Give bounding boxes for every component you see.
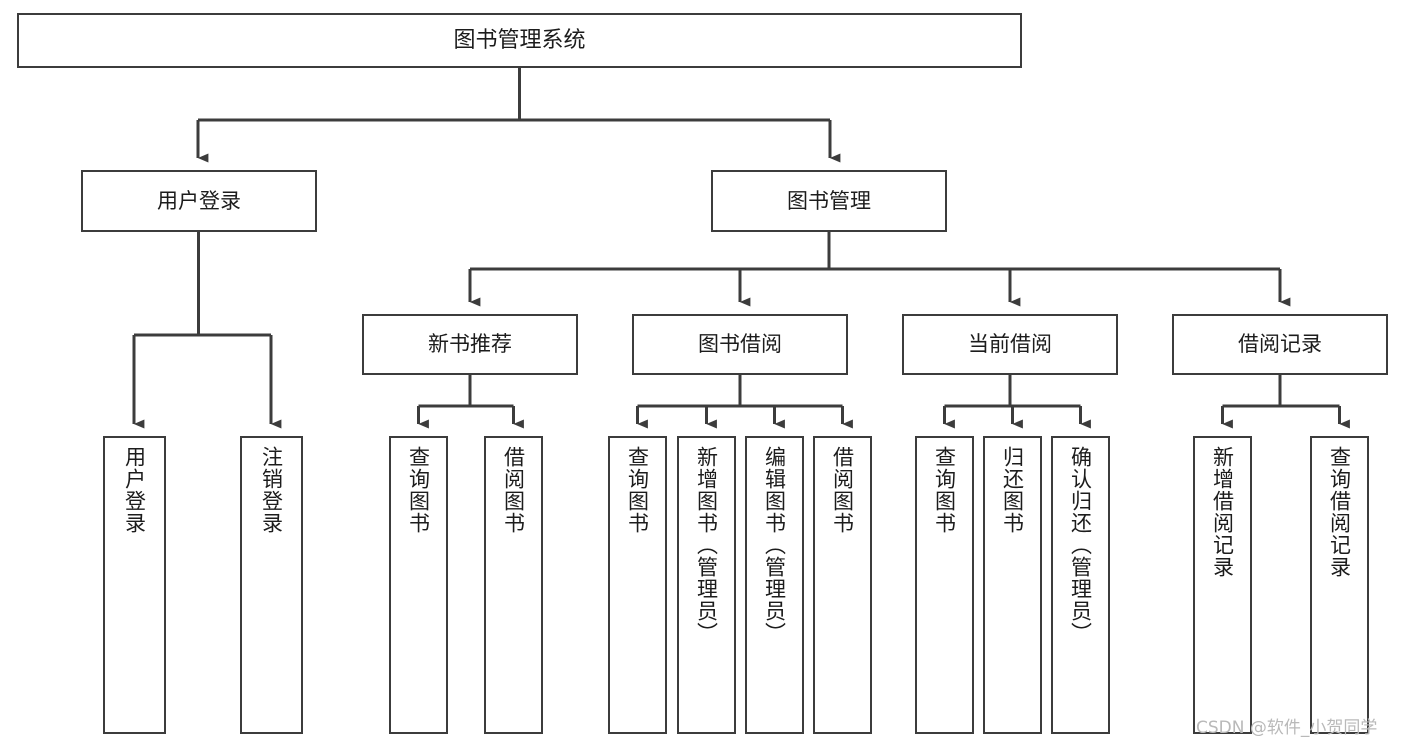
node-leaf-query-book-1-label: 查询图书 (406, 446, 431, 534)
node-leaf-borrow-book-2-label: 借阅图书 (830, 446, 855, 534)
node-leaf-add-book[interactable]: 新增图书（管理员） (677, 436, 736, 734)
node-user-login-label: 用户登录 (157, 188, 241, 213)
node-leaf-borrow-book-2[interactable]: 借阅图书 (813, 436, 872, 734)
node-book-manage-label: 图书管理 (787, 188, 871, 213)
node-current-borrow-label: 当前借阅 (968, 332, 1052, 357)
node-book-borrow-label: 图书借阅 (698, 332, 782, 357)
node-leaf-user-login[interactable]: 用户登录 (103, 436, 166, 734)
node-leaf-query-record[interactable]: 查询借阅记录 (1310, 436, 1369, 734)
node-leaf-edit-book[interactable]: 编辑图书（管理员） (745, 436, 804, 734)
node-current-borrow[interactable]: 当前借阅 (902, 314, 1118, 375)
node-borrow-record-label: 借阅记录 (1238, 332, 1322, 357)
node-leaf-logout[interactable]: 注销登录 (240, 436, 303, 734)
node-leaf-user-login-label: 用户登录 (122, 446, 147, 534)
node-root[interactable]: 图书管理系统 (17, 13, 1022, 68)
node-leaf-return-book-label: 归还图书 (1000, 446, 1025, 534)
node-leaf-add-record-label: 新增借阅记录 (1210, 446, 1235, 578)
node-leaf-logout-label: 注销登录 (259, 446, 284, 534)
node-book-manage[interactable]: 图书管理 (711, 170, 947, 232)
node-leaf-confirm-return-label: 确认归还（管理员） (1068, 446, 1093, 644)
node-user-login[interactable]: 用户登录 (81, 170, 317, 232)
node-leaf-add-book-label: 新增图书（管理员） (694, 446, 719, 644)
node-borrow-record[interactable]: 借阅记录 (1172, 314, 1388, 375)
node-new-book-rec[interactable]: 新书推荐 (362, 314, 578, 375)
node-leaf-query-book-1[interactable]: 查询图书 (389, 436, 448, 734)
node-leaf-query-book-2-label: 查询图书 (625, 446, 650, 534)
node-leaf-borrow-book-1[interactable]: 借阅图书 (484, 436, 543, 734)
node-new-book-rec-label: 新书推荐 (428, 332, 512, 357)
node-root-label: 图书管理系统 (453, 27, 586, 53)
node-leaf-query-book-3-label: 查询图书 (932, 446, 957, 534)
node-leaf-confirm-return[interactable]: 确认归还（管理员） (1051, 436, 1110, 734)
node-leaf-return-book[interactable]: 归还图书 (983, 436, 1042, 734)
node-book-borrow[interactable]: 图书借阅 (632, 314, 848, 375)
node-leaf-add-record[interactable]: 新增借阅记录 (1193, 436, 1252, 734)
node-leaf-query-book-2[interactable]: 查询图书 (608, 436, 667, 734)
node-leaf-edit-book-label: 编辑图书（管理员） (762, 446, 787, 644)
node-leaf-query-record-label: 查询借阅记录 (1327, 446, 1352, 578)
node-leaf-query-book-3[interactable]: 查询图书 (915, 436, 974, 734)
node-leaf-borrow-book-1-label: 借阅图书 (501, 446, 526, 534)
